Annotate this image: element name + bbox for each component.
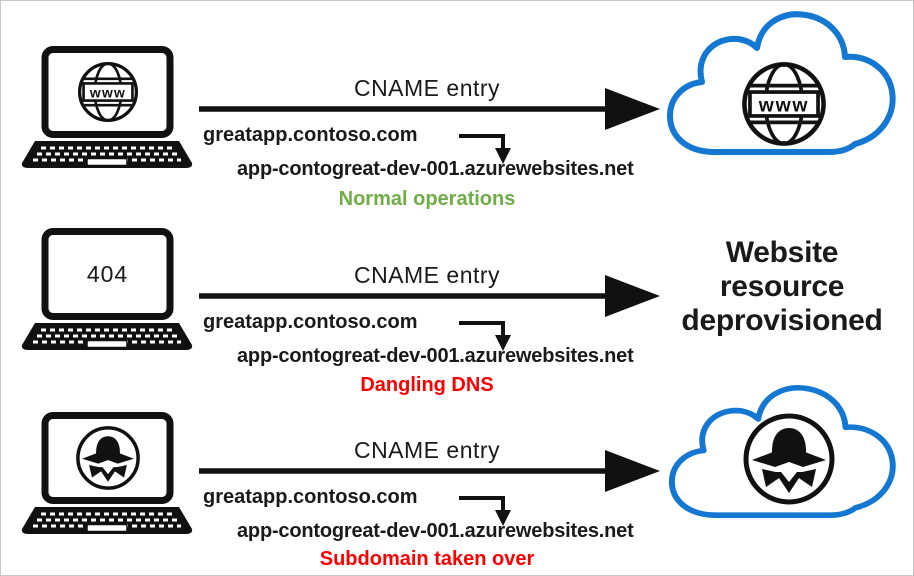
deprovisioned-line: resource [719,270,845,303]
source-domain: greatapp.contoso.com [203,311,418,333]
redirect-arrow-icon [457,492,521,528]
laptop-frame-icon [21,228,193,355]
cname-arrow-icon [197,449,662,493]
laptop-screen [52,55,163,129]
cloud-icon [659,382,907,530]
target-domain: app-contogreat-dev-001.azurewebsites.net [237,158,634,180]
laptop-frame-icon [21,46,193,173]
www-globe-icon [738,58,830,150]
source-domain: greatapp.contoso.com [203,486,418,508]
www-globe-icon [75,59,141,125]
cname-entry-label: CNAME entry [353,437,501,463]
cname-arrow-icon [197,87,662,131]
redirect-arrow-icon [457,317,521,353]
deprovisioned-text: Website resource deprovisioned [649,236,913,338]
laptop-screen: 404 [52,237,163,311]
laptop-icon [21,412,193,539]
cname-arrow-icon [197,274,662,318]
laptop-icon [21,46,193,173]
cloud-content [738,58,830,150]
laptop-icon: 404 [21,228,193,355]
hacker-icon [73,423,143,493]
deprovisioned-line: deprovisioned [681,304,883,337]
status-label-normal-operations: Normal operations [338,188,516,210]
laptop-screen [52,421,163,495]
cloud-content [739,409,839,509]
laptop-frame-icon [21,412,193,539]
redirect-arrow-icon [457,130,521,166]
hacker-icon [739,409,839,509]
status-label-subdomain-takeover: Subdomain taken over [319,548,535,570]
cloud-outline-icon [659,382,907,530]
cname-entry-label: CNAME entry [353,262,501,288]
source-domain: greatapp.contoso.com [203,124,418,146]
cname-entry-label: CNAME entry [353,75,501,101]
deprovisioned-line: Website [725,236,839,269]
cloud-outline-icon [657,8,907,168]
target-domain: app-contogreat-dev-001.azurewebsites.net [237,345,634,367]
status-label-dangling-dns: Dangling DNS [360,374,494,396]
error-404-text: 404 [86,260,129,287]
cloud-icon [657,8,907,168]
target-domain: app-contogreat-dev-001.azurewebsites.net [237,520,634,542]
